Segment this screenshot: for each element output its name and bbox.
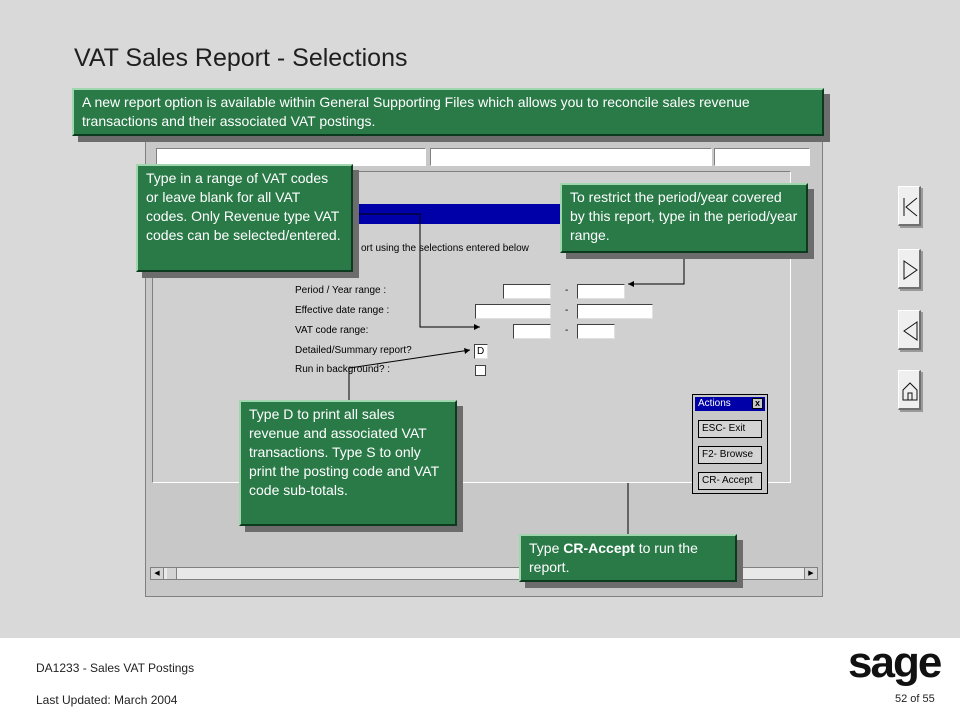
- vat-arrowhead: [474, 324, 480, 330]
- effective-label: Effective date range :: [295, 305, 390, 316]
- actions-title-text: Actions: [698, 398, 731, 409]
- previous-slide-icon: [903, 321, 918, 341]
- period-connector: [628, 252, 685, 285]
- effective-from-input[interactable]: [475, 304, 551, 319]
- scroll-left-icon[interactable]: ◀: [151, 568, 164, 579]
- period-arrowhead: [628, 281, 634, 287]
- course-name: DA1233 - Sales VAT Postings: [36, 661, 195, 675]
- f2-browse-button[interactable]: F2- Browse: [698, 446, 762, 464]
- accept-callout: Type CR-Accept to run the report.: [519, 534, 737, 582]
- previous-slide-button[interactable]: [898, 310, 921, 350]
- next-slide-icon: [903, 260, 918, 280]
- footer-band: [0, 638, 960, 720]
- vat-dash: -: [565, 325, 569, 336]
- background-label: Run in background? :: [295, 364, 391, 375]
- home-button[interactable]: [898, 370, 921, 410]
- next-slide-button[interactable]: [898, 249, 921, 289]
- detail-label: Detailed/Summary report?: [295, 345, 412, 356]
- detail-arrowhead: [464, 348, 470, 354]
- esc-exit-button[interactable]: ESC- Exit: [698, 420, 762, 438]
- period-label: Period / Year range :: [295, 285, 387, 296]
- vat-connector: [355, 213, 480, 328]
- sage-logo: sage: [848, 638, 942, 687]
- period-callout: To restrict the period/year covered by t…: [560, 183, 808, 253]
- home-icon: [902, 382, 918, 401]
- form-instruction: ort using the selections entered below: [361, 243, 529, 254]
- background-checkbox[interactable]: [475, 365, 486, 376]
- scroll-thumb[interactable]: [167, 568, 177, 579]
- scroll-right-icon[interactable]: ▶: [804, 568, 817, 579]
- last-updated: Last Updated: March 2004: [36, 693, 178, 707]
- top-field-3: [714, 148, 810, 166]
- accept-callout-post: to run the report.: [529, 540, 698, 575]
- page-number: 52 of 55: [895, 693, 935, 705]
- detail-connector: [348, 349, 471, 402]
- period-dash: -: [565, 285, 569, 296]
- accept-callout-pre: Type: [529, 540, 564, 556]
- vat-to-input[interactable]: [577, 324, 615, 339]
- period-from-input[interactable]: [503, 284, 551, 299]
- detail-input[interactable]: D: [474, 344, 488, 359]
- detail-callout: Type D to print all sales revenue and as…: [239, 400, 457, 526]
- vat-code-label: VAT code range:: [295, 325, 369, 336]
- accept-callout-bold: CR-Accept: [563, 540, 635, 556]
- actions-panel: Actions x ESC- Exit F2- Browse CR- Accep…: [692, 394, 768, 494]
- first-slide-button[interactable]: [898, 186, 921, 226]
- cr-accept-button[interactable]: CR- Accept: [698, 472, 762, 490]
- period-to-input[interactable]: [577, 284, 625, 299]
- first-slide-icon: [903, 197, 918, 217]
- slide-title: VAT Sales Report - Selections: [74, 44, 408, 72]
- vat-codes-callout: Type in a range of VAT codes or leave bl…: [136, 164, 353, 272]
- effective-to-input[interactable]: [577, 304, 653, 319]
- intro-callout: A new report option is available within …: [72, 88, 824, 136]
- top-field-2: [430, 148, 712, 166]
- actions-close-icon[interactable]: x: [752, 398, 763, 409]
- actions-title: Actions x: [695, 397, 765, 411]
- vat-from-input[interactable]: [513, 324, 551, 339]
- effective-dash: -: [565, 305, 569, 316]
